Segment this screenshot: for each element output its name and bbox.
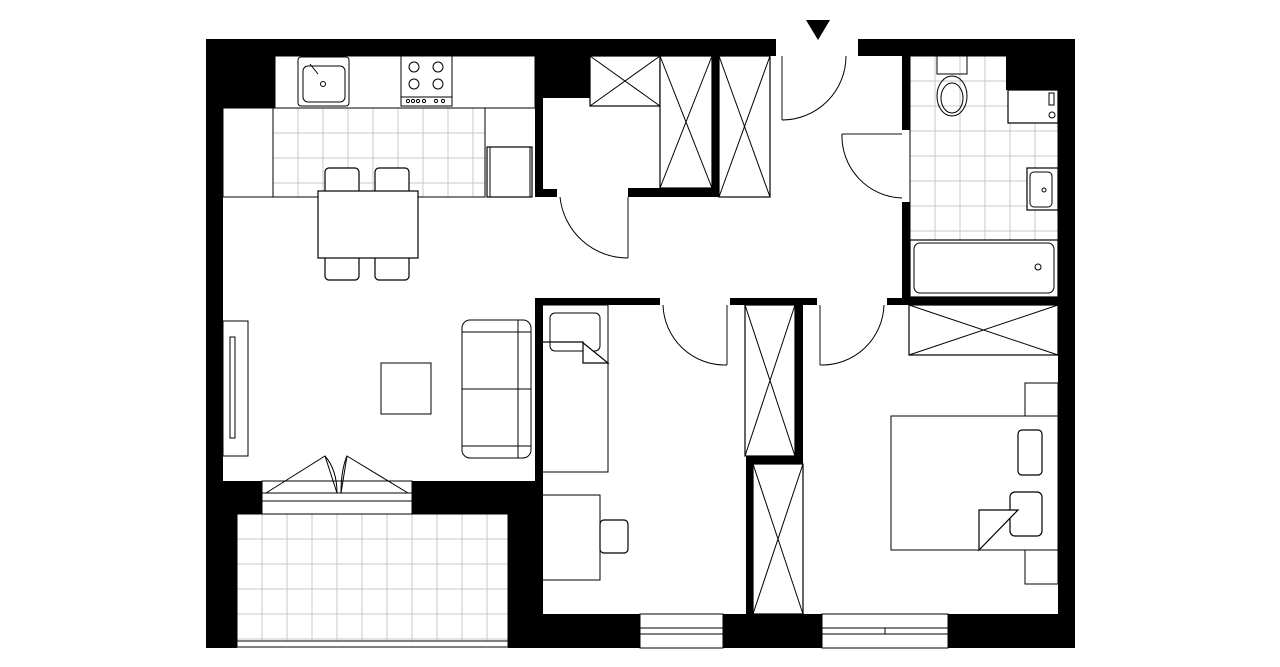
single-bed <box>541 304 610 473</box>
balcony-door[interactable] <box>261 455 413 515</box>
tv-unit <box>222 320 249 457</box>
desk <box>541 494 629 581</box>
fridge-icon <box>486 146 533 198</box>
closet <box>659 55 713 189</box>
double-bed <box>890 382 1059 585</box>
closet-hall <box>589 55 1059 615</box>
balcony-tiles <box>236 513 509 642</box>
coffee-table <box>380 362 432 415</box>
closet <box>744 304 796 457</box>
closet <box>752 463 804 615</box>
bathtub-icon <box>909 239 1059 298</box>
sofa <box>461 319 532 459</box>
dining-table <box>317 167 419 281</box>
entrance-marker-icon <box>806 20 830 40</box>
entrance-door[interactable] <box>781 55 847 121</box>
windows <box>236 513 949 649</box>
closet <box>589 55 661 107</box>
sink-icon <box>297 56 350 107</box>
walls <box>206 39 1075 648</box>
closet <box>718 55 771 198</box>
main-bedroom-door[interactable] <box>819 304 885 366</box>
tile-area <box>236 513 509 642</box>
bathroom-door[interactable] <box>841 133 903 199</box>
toilet-icon <box>936 55 968 117</box>
stove-icon <box>400 55 453 107</box>
washing-machine-icon <box>1007 89 1059 124</box>
storage-door[interactable] <box>559 196 629 259</box>
closet <box>908 304 1059 356</box>
small-bedroom-door[interactable] <box>662 304 728 366</box>
washbasin-icon <box>1026 167 1059 211</box>
